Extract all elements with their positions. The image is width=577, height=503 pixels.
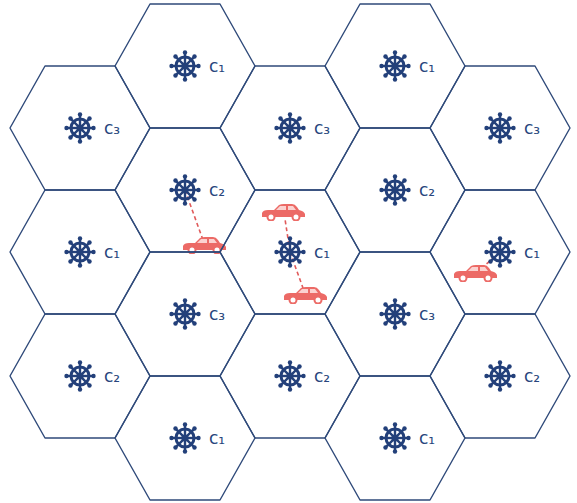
- cell-hexagon: c₃: [115, 252, 255, 376]
- cell-hexagon: c₂: [430, 314, 570, 438]
- antenna-icon: [379, 298, 410, 329]
- hexagon-outline: [430, 190, 570, 314]
- hexagon-outline: [220, 314, 360, 438]
- cell-label: c₂: [419, 181, 435, 200]
- hexagon-outline: [10, 314, 150, 438]
- cell-label: c₁: [314, 243, 330, 262]
- antenna-icon: [484, 112, 515, 143]
- antenna-icon: [169, 422, 200, 453]
- hexagon-outline: [115, 376, 255, 500]
- cell-hexagon: c₃: [430, 66, 570, 190]
- cell-label: c₁: [104, 243, 120, 262]
- car-icon: [284, 287, 327, 304]
- cell-hexagon: c₁: [10, 190, 150, 314]
- hexagon-outline: [325, 128, 465, 252]
- antenna-icon: [274, 236, 305, 267]
- hexagon-outline: [220, 314, 360, 438]
- hexagon-outline: [430, 66, 570, 190]
- hexagon-outline: [115, 376, 255, 500]
- antenna-icon: [169, 50, 200, 81]
- hexagon-outline: [10, 190, 150, 314]
- cell-label: c₂: [314, 367, 330, 386]
- antenna-icon: [169, 174, 200, 205]
- cell-hexagon: c₂: [10, 314, 150, 438]
- cell-hexagon: c₁: [325, 376, 465, 500]
- hexagon-outline: [220, 190, 360, 314]
- cell-label: c₃: [524, 119, 540, 138]
- cell-label: c₃: [209, 305, 225, 324]
- car-icon: [454, 265, 497, 282]
- hexagon-outline: [325, 4, 465, 128]
- hexagon-outline: [10, 190, 150, 314]
- antenna-icon: [274, 360, 305, 391]
- hexagon-outline: [115, 252, 255, 376]
- cell-hexagon: c₂: [220, 314, 360, 438]
- hexagon-outline: [430, 190, 570, 314]
- cell-hexagon: c₂: [325, 128, 465, 252]
- antenna-icon: [484, 236, 515, 267]
- cell-hexagon: c₁: [115, 376, 255, 500]
- cell-hexagon: c₃: [10, 66, 150, 190]
- cell-label: c₂: [104, 367, 120, 386]
- hexagon-outline: [115, 4, 255, 128]
- antenna-icon: [64, 236, 95, 267]
- hexagon-outline: [10, 66, 150, 190]
- hexagon-outline: [220, 190, 360, 314]
- hexagon-outline: [325, 376, 465, 500]
- antenna-icon: [379, 422, 410, 453]
- hexagon-outline: [325, 376, 465, 500]
- hexagon-outline: [325, 252, 465, 376]
- cell-hexagon: c₁: [325, 4, 465, 128]
- cell-hexagon: c₁: [430, 190, 570, 314]
- hexagon-outline: [430, 314, 570, 438]
- cell-hexagon: c₂: [115, 128, 255, 252]
- cell-label: c₁: [419, 57, 435, 76]
- hexagon-outline: [115, 128, 255, 252]
- antenna-icon: [169, 298, 200, 329]
- antenna-icon: [274, 112, 305, 143]
- antenna-icon: [64, 112, 95, 143]
- car-icon: [262, 204, 305, 221]
- antenna-icon: [379, 174, 410, 205]
- cell-label: c₂: [524, 367, 540, 386]
- cell-label: c₁: [209, 429, 225, 448]
- hexagon-outline: [220, 66, 360, 190]
- hexagon-outline: [115, 128, 255, 252]
- hexagon-outline: [430, 314, 570, 438]
- cell-label: c₃: [104, 119, 120, 138]
- cell-label: c₁: [209, 57, 225, 76]
- cell-hexagon: c₁: [220, 190, 360, 314]
- hexagon-outline: [325, 4, 465, 128]
- car-icon: [183, 237, 226, 254]
- cell-label: c₃: [314, 119, 330, 138]
- hexagon-outline: [430, 66, 570, 190]
- cell-label: c₃: [419, 305, 435, 324]
- cell-hexagon: c₃: [325, 252, 465, 376]
- hexagon-outline: [115, 4, 255, 128]
- hexagon-outline: [325, 128, 465, 252]
- antenna-icon: [379, 50, 410, 81]
- hexagon-outline: [10, 66, 150, 190]
- antenna-icon: [484, 360, 515, 391]
- cell-hexagon: c₃: [220, 66, 360, 190]
- cell-label: c₂: [209, 181, 225, 200]
- cell-label: c₁: [524, 243, 540, 262]
- hexagon-outline: [220, 66, 360, 190]
- cell-hexagon: c₁: [115, 4, 255, 128]
- cell-label: c₁: [419, 429, 435, 448]
- hexagon-outline: [115, 252, 255, 376]
- antenna-icon: [64, 360, 95, 391]
- hexagon-outline: [10, 314, 150, 438]
- hexagon-outline: [325, 252, 465, 376]
